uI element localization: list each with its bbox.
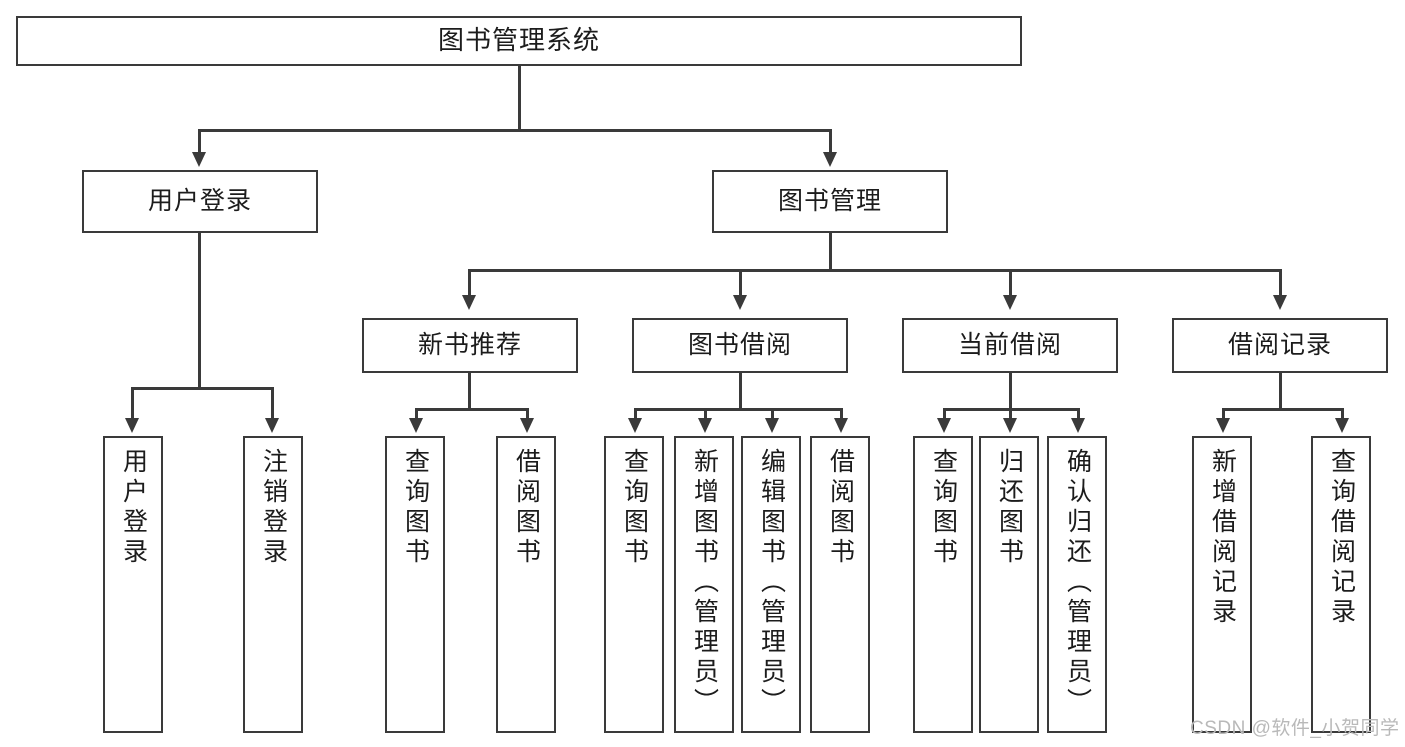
arrow-down-icon [520, 418, 534, 433]
leaf-query-borrow-record[interactable]: 查询借阅记录 [1311, 436, 1371, 733]
leaf-return-book[interactable]: 归还图书 [979, 436, 1039, 733]
edge-root-to-user-login [198, 129, 201, 155]
leaf-user-login[interactable]: 用户登录 [103, 436, 163, 733]
edge-root-to-book-management [829, 129, 832, 155]
node-label: 图书管理 [777, 187, 882, 216]
leaf-confirm-return-admin[interactable]: 确认归还（管理员） [1047, 436, 1107, 733]
edge-to-leaf [526, 408, 529, 420]
arrow-down-icon [1335, 418, 1349, 433]
leaf-label: 借阅图书 [826, 448, 855, 568]
edge-user-login-bus [131, 387, 273, 390]
edge-to-leaf [1341, 408, 1344, 420]
leaf-label: 查询图书 [401, 448, 430, 568]
leaf-label: 用户登录 [119, 448, 148, 568]
node-borrow-record[interactable]: 借阅记录 [1172, 318, 1388, 373]
edge-to-leaf-logout [271, 387, 274, 420]
arrow-down-icon [1216, 418, 1230, 433]
arrow-down-icon [462, 295, 476, 310]
edge-root-stem [518, 66, 521, 129]
edge-borrow-record-bus [1222, 408, 1344, 411]
edge-book-borrow-stem [739, 373, 742, 408]
leaf-label: 查询图书 [620, 448, 649, 568]
arrow-down-icon [1273, 295, 1287, 310]
leaf-logout[interactable]: 注销登录 [243, 436, 303, 733]
leaf-add-book-admin[interactable]: 新增图书（管理员） [674, 436, 734, 733]
edge-borrow-record-stem [1279, 373, 1282, 408]
edge-to-leaf [771, 408, 774, 420]
leaf-label: 新增借阅记录 [1208, 448, 1237, 628]
arrow-down-icon [765, 418, 779, 433]
leaf-label: 新增图书（管理员） [690, 448, 719, 718]
edge-to-leaf [943, 408, 946, 420]
node-book-management[interactable]: 图书管理 [712, 170, 948, 233]
arrow-down-icon [192, 152, 206, 167]
edge-user-login-stem [198, 233, 201, 387]
node-label: 当前借阅 [957, 331, 1062, 360]
arrow-down-icon [823, 152, 837, 167]
edge-root-bus [198, 129, 832, 132]
node-user-login[interactable]: 用户登录 [82, 170, 318, 233]
node-current-borrow[interactable]: 当前借阅 [902, 318, 1118, 373]
arrow-down-icon [1003, 418, 1017, 433]
arrow-down-icon [834, 418, 848, 433]
leaf-borrow-book-recommend[interactable]: 借阅图书 [496, 436, 556, 733]
node-label: 借阅记录 [1227, 331, 1332, 360]
arrow-down-icon [733, 295, 747, 310]
arrow-down-icon [1071, 418, 1085, 433]
edge-book-management-bus [468, 269, 1282, 272]
arrow-down-icon [698, 418, 712, 433]
leaf-query-book-current[interactable]: 查询图书 [913, 436, 973, 733]
edge-to-leaf-user-login [131, 387, 134, 420]
node-new-book-recommend[interactable]: 新书推荐 [362, 318, 578, 373]
leaf-label: 注销登录 [259, 448, 288, 568]
edge-current-borrow-stem [1009, 373, 1012, 408]
edge-to-leaf [1077, 408, 1080, 420]
edge-to-current-borrow [1009, 269, 1012, 297]
leaf-label: 确认归还（管理员） [1063, 448, 1092, 718]
arrow-down-icon [628, 418, 642, 433]
csdn-watermark: CSDN @软件_小贺同学 [1190, 718, 1400, 739]
leaf-label: 查询图书 [929, 448, 958, 568]
arrow-down-icon [125, 418, 139, 433]
leaf-label: 归还图书 [995, 448, 1024, 568]
edge-to-leaf [415, 408, 418, 420]
leaf-query-book-borrow[interactable]: 查询图书 [604, 436, 664, 733]
edge-new-book-stem [468, 373, 471, 408]
edge-book-management-stem [829, 233, 832, 269]
node-label: 图书管理系统 [437, 25, 600, 56]
arrow-down-icon [937, 418, 951, 433]
edge-book-borrow-bus [634, 408, 842, 411]
edge-to-borrow-record [1279, 269, 1282, 297]
edge-to-leaf [704, 408, 707, 420]
leaf-query-book-recommend[interactable]: 查询图书 [385, 436, 445, 733]
leaf-label: 查询借阅记录 [1327, 448, 1356, 628]
node-book-management-system[interactable]: 图书管理系统 [16, 16, 1022, 66]
arrow-down-icon [1003, 295, 1017, 310]
edge-to-leaf [1009, 408, 1012, 420]
leaf-borrow-book[interactable]: 借阅图书 [810, 436, 870, 733]
edge-new-book-bus [415, 408, 529, 411]
node-label: 新书推荐 [417, 331, 522, 360]
edge-to-book-borrow [739, 269, 742, 297]
leaf-label: 借阅图书 [512, 448, 541, 568]
node-label: 用户登录 [147, 187, 252, 216]
arrow-down-icon [265, 418, 279, 433]
edge-to-new-book-recommend [468, 269, 471, 297]
leaf-add-borrow-record[interactable]: 新增借阅记录 [1192, 436, 1252, 733]
edge-to-leaf [1222, 408, 1225, 420]
leaf-edit-book-admin[interactable]: 编辑图书（管理员） [741, 436, 801, 733]
leaf-label: 编辑图书（管理员） [757, 448, 786, 718]
node-book-borrow[interactable]: 图书借阅 [632, 318, 848, 373]
edge-to-leaf [634, 408, 637, 420]
arrow-down-icon [409, 418, 423, 433]
edge-to-leaf [840, 408, 843, 420]
node-label: 图书借阅 [687, 331, 792, 360]
